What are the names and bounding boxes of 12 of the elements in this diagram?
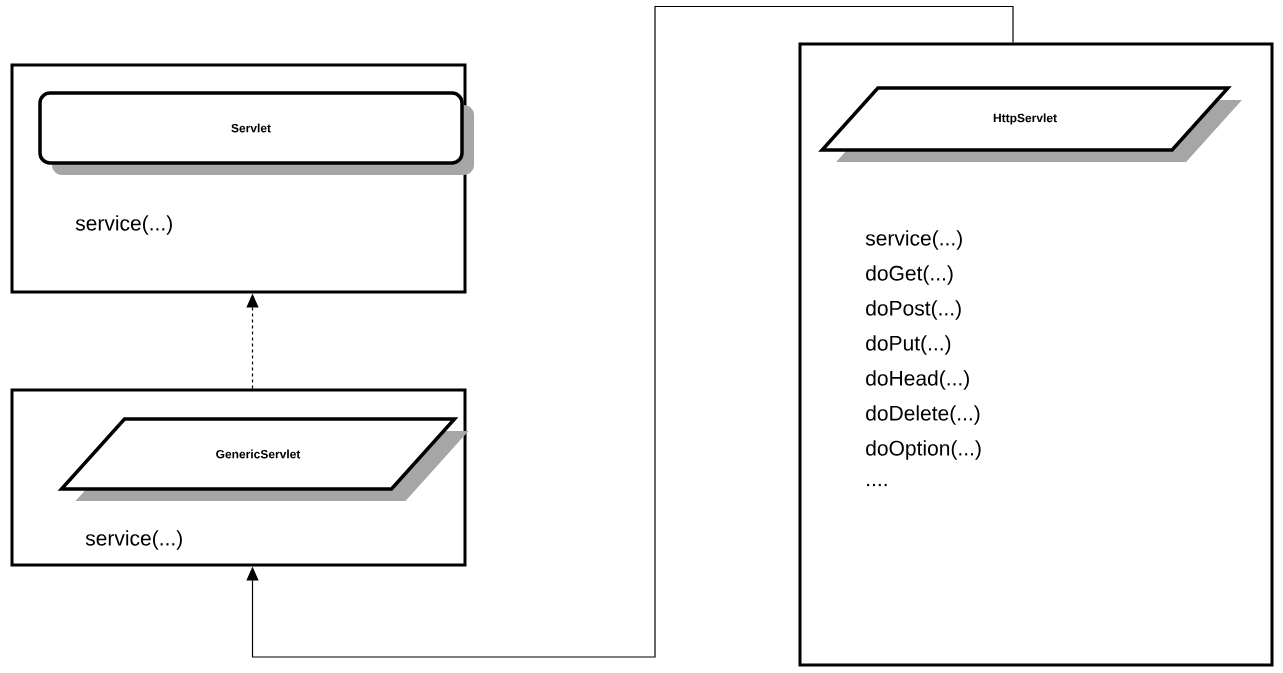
- method-text: doGet(...): [866, 265, 953, 285]
- method-text: service(...): [865, 230, 962, 250]
- method-text: service(...): [75, 215, 172, 235]
- method-text: doPut(...): [866, 335, 951, 355]
- method-text: doOption(...): [866, 440, 981, 460]
- method-text: doHead(...): [866, 370, 969, 390]
- method-text: service(...): [85, 530, 182, 550]
- method-text: doPost(...): [866, 300, 961, 320]
- arrow: [246, 5, 1014, 658]
- method-text: doDelete(...): [866, 405, 980, 425]
- title-box: Servlet: [38, 91, 474, 175]
- method-text: ....: [867, 483, 887, 487]
